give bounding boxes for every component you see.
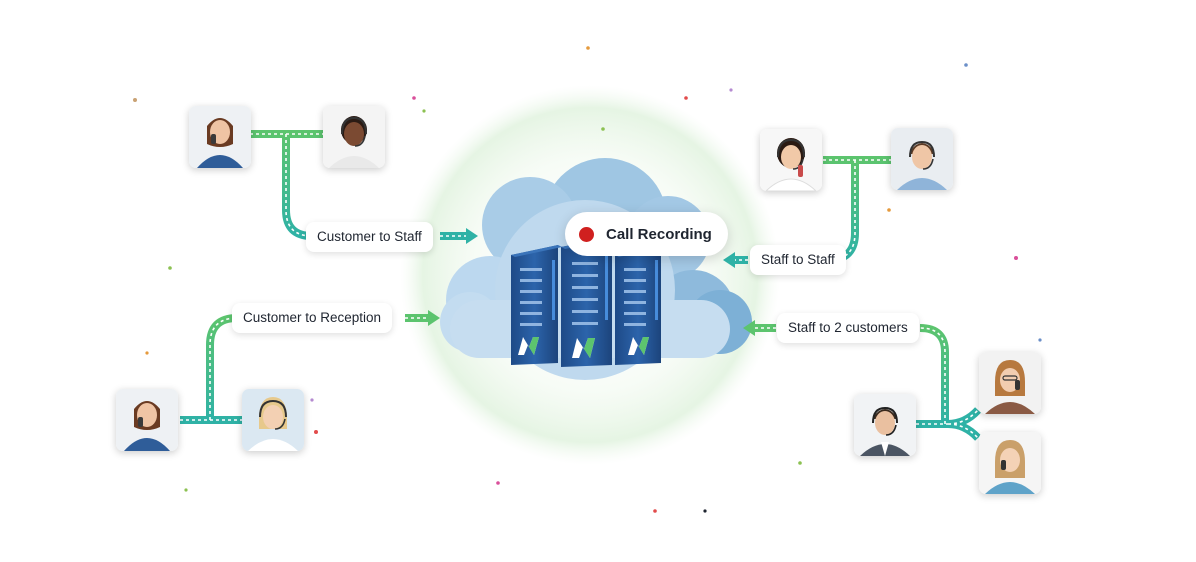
server-rack-middle bbox=[561, 237, 616, 367]
record-dot-icon bbox=[579, 226, 594, 242]
customer-avatar bbox=[979, 432, 1041, 494]
connector-staff-to-2-customers bbox=[916, 324, 949, 428]
arrow-right-icon bbox=[428, 310, 440, 326]
arrowheads bbox=[428, 228, 755, 336]
arrow-left-icon bbox=[723, 252, 735, 268]
staff-avatar-headset bbox=[323, 106, 385, 168]
customer-avatar bbox=[979, 352, 1041, 414]
staff-avatar-headset bbox=[760, 129, 822, 191]
staff-avatar-headset bbox=[891, 128, 953, 190]
call-recording-label: Call Recording bbox=[606, 225, 712, 243]
label-staff-to-2-customers: Staff to 2 customers bbox=[777, 313, 919, 343]
server-rack-left bbox=[511, 245, 562, 365]
customer-avatar bbox=[116, 389, 178, 451]
arrow-right-icon bbox=[466, 228, 478, 244]
label-customer-to-staff: Customer to Staff bbox=[306, 222, 433, 252]
arrow-left-icon bbox=[743, 320, 755, 336]
server-rack-right bbox=[615, 245, 665, 365]
staff-avatar-headset bbox=[854, 394, 916, 456]
receptionist-avatar bbox=[242, 389, 304, 451]
label-staff-to-staff: Staff to Staff bbox=[750, 245, 846, 275]
label-customer-to-reception: Customer to Reception bbox=[232, 303, 393, 333]
call-recording-pill: Call Recording bbox=[565, 212, 728, 256]
confetti-dots bbox=[133, 46, 1042, 513]
customer-avatar bbox=[189, 106, 251, 168]
